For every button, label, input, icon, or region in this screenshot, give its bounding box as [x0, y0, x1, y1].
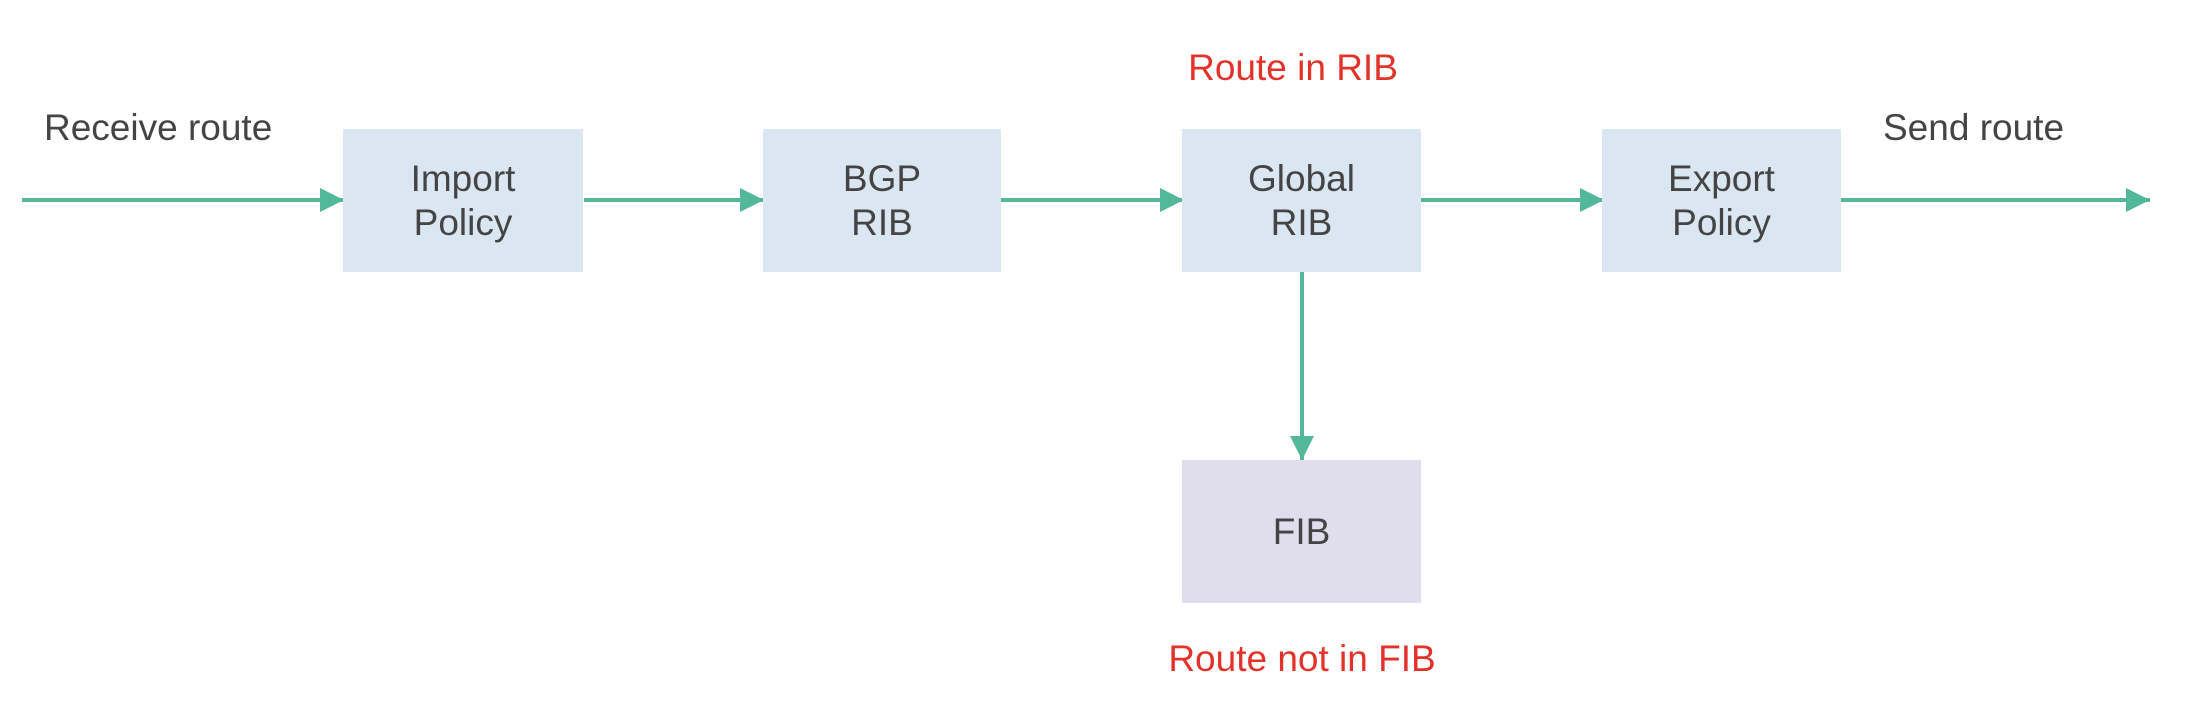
export-policy-line1: Export — [1668, 157, 1775, 199]
global-rib-box: Global RIB — [1182, 129, 1421, 272]
export-policy-box: Export Policy — [1602, 129, 1841, 272]
global-rib-line2: RIB — [1270, 201, 1333, 243]
send-route-label: Send route — [1883, 107, 2065, 148]
bgp-rib-line2: RIB — [851, 201, 913, 243]
fib-line1: FIB — [1272, 510, 1331, 552]
arrowhead-icon — [1580, 188, 1604, 212]
arrowhead-icon — [1290, 436, 1314, 460]
arrowhead-icon — [320, 188, 344, 212]
import-policy-line2: Policy — [413, 201, 513, 243]
import-policy-line1: Import — [410, 157, 516, 199]
arrowhead-icon — [2126, 188, 2150, 212]
receive-route-label: Receive route — [44, 107, 273, 148]
route-not-in-fib-label: Route not in FIB — [1168, 638, 1436, 679]
bgp-rib-line1: BGP — [842, 157, 922, 199]
export-policy-line2: Policy — [1672, 201, 1771, 243]
fib-box: FIB — [1182, 460, 1421, 603]
arrowhead-icon — [740, 188, 764, 212]
import-policy-box: Import Policy — [343, 129, 583, 272]
global-rib-line1: Global — [1248, 157, 1355, 199]
bgp-rib-box: BGP RIB — [763, 129, 1001, 272]
arrowhead-icon — [1160, 188, 1184, 212]
route-in-rib-label: Route in RIB — [1188, 47, 1398, 88]
